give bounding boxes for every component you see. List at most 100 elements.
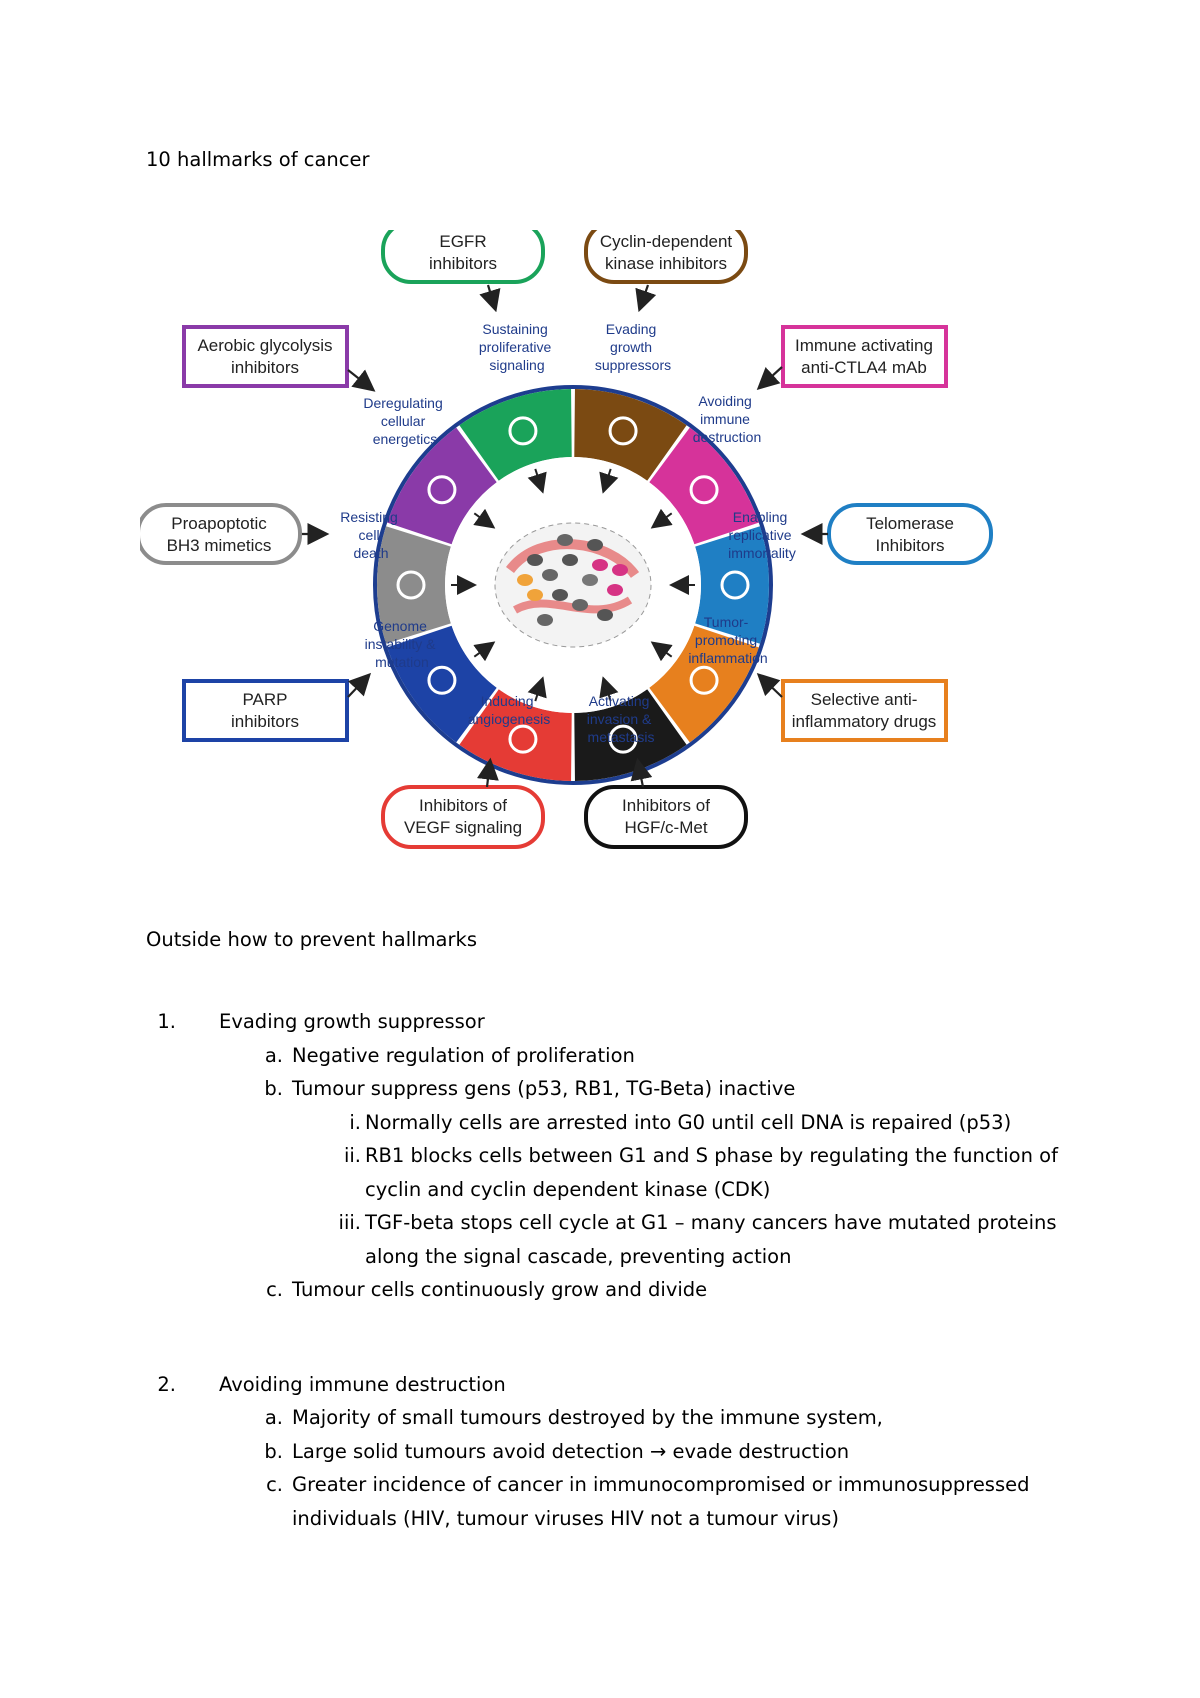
wedge-evading: [574, 389, 687, 481]
item-text: Tumour suppress gens (p53, RB1, TG-Beta)…: [292, 1077, 796, 1100]
item-marker: a.: [264, 1043, 283, 1067]
arrow-anti-inflammatory: [756, 672, 783, 698]
inner-arrow: [650, 508, 673, 529]
arrow-hgf: [630, 757, 653, 788]
angiogenesis-icon: [508, 724, 538, 754]
therapy-arrows: [302, 284, 828, 788]
wedge-replicative: [695, 526, 770, 644]
subitem-marker: iii.: [338, 1211, 361, 1234]
inner-arrows: [451, 468, 695, 702]
genome-icon: [427, 665, 457, 695]
section-number: 2.: [157, 1372, 176, 1396]
item-marker: c.: [266, 1473, 283, 1496]
section-number: 1.: [157, 1010, 176, 1033]
inner-arrow: [599, 676, 619, 702]
wedge-genome: [387, 625, 497, 743]
arrow-vegf: [476, 757, 499, 788]
arrow-immune: [756, 366, 783, 390]
item-text: Greater incidence of cancer in immunocom…: [292, 1473, 1030, 1496]
label-genome: Genome instability & mutation: [365, 618, 440, 670]
svg-text:Selective anti-inflammatory dr: Selective anti-inflammatory drugs: [792, 690, 937, 731]
tumour-cell: [597, 609, 613, 621]
invasion-icon: [608, 724, 638, 754]
tumour-cell: [607, 584, 623, 596]
wedge-energetics: [387, 427, 497, 545]
tumour-cell: [517, 574, 533, 586]
box-anti-inflammatory: Selective anti-inflammatory drugs: [781, 679, 948, 742]
item-marker: b.: [264, 1077, 283, 1100]
label-avoiding: Avoiding immune destruction: [693, 393, 761, 445]
inner-arrow: [473, 641, 496, 662]
tumour-cell: [557, 534, 573, 546]
tumour-cell: [537, 614, 553, 626]
inner-arrow: [473, 508, 496, 529]
item-text: Majority of small tumours destroyed by t…: [292, 1406, 883, 1429]
item-text: individuals (HIV, tumour viruses HIV not…: [292, 1506, 839, 1530]
tumour-cell: [572, 599, 588, 611]
tumour-cell: [587, 539, 603, 551]
section-subtitle: Outside how to prevent hallmarks: [146, 928, 477, 951]
subitem-text: RB1 blocks cells between G1 and S phase …: [365, 1144, 1058, 1167]
tumour-cell: [542, 569, 558, 581]
tumour-cell: [562, 554, 578, 566]
wedge-sustaining: [459, 389, 572, 481]
inner-arrow: [527, 676, 547, 702]
label-sustaining: Sustaining proliferative signaling: [479, 321, 555, 373]
label-energetics: Deregulating cellular energetics: [363, 395, 446, 447]
wedge-invasion: [574, 689, 687, 781]
subitem-marker: ii.: [343, 1144, 361, 1167]
label-replicative: Enabling replicative immortality: [728, 509, 796, 561]
inner-arrow: [599, 468, 619, 494]
item-marker: b.: [264, 1439, 283, 1463]
inflammation-icon: [689, 665, 719, 695]
subitem-marker: i.: [349, 1110, 361, 1134]
tumour-cell: [552, 589, 568, 601]
item-marker: a.: [264, 1406, 283, 1429]
label-evading: Evading growth suppressors: [595, 321, 671, 373]
energetics-icon: [427, 475, 457, 505]
avoiding-icon: [689, 475, 719, 505]
section-heading: Evading growth suppressor: [219, 1010, 485, 1033]
resisting-icon: [396, 570, 426, 600]
ring-outline: [373, 385, 773, 785]
section-heading: Avoiding immune destruction: [219, 1372, 506, 1396]
hallmarks-diagram: Sustaining proliferative signaling Evadi…: [140, 230, 993, 849]
tumour-cell: [592, 559, 608, 571]
replicative-icon: [720, 570, 750, 600]
tumour-cell: [612, 564, 628, 576]
tumour-cell: [527, 589, 543, 601]
wedge-avoiding: [649, 427, 759, 545]
item-text: Large solid tumours avoid detection → ev…: [292, 1439, 850, 1463]
arrow-glycolysis: [347, 369, 376, 392]
evading-icon: [608, 416, 638, 446]
wedge-resisting: [377, 526, 451, 644]
tumour-illustration: [494, 522, 652, 648]
inner-arrow: [527, 468, 547, 494]
label-angiogenesis: Inducing angiogenesis: [468, 693, 551, 727]
label-invasion: Activating invasion & metastasis: [587, 693, 655, 745]
document-title: 10 hallmarks of cancer: [146, 148, 370, 171]
arrow-cdk: [635, 284, 657, 313]
item-text: Negative regulation of proliferation: [292, 1043, 635, 1067]
subitem-text: TGF-beta stops cell cycle at G1 – many c…: [365, 1211, 1057, 1234]
subitem-text: along the signal cascade, preventing act…: [365, 1244, 792, 1268]
tumour-cell: [527, 554, 543, 566]
label-resisting: Resisting cell death: [340, 509, 401, 561]
